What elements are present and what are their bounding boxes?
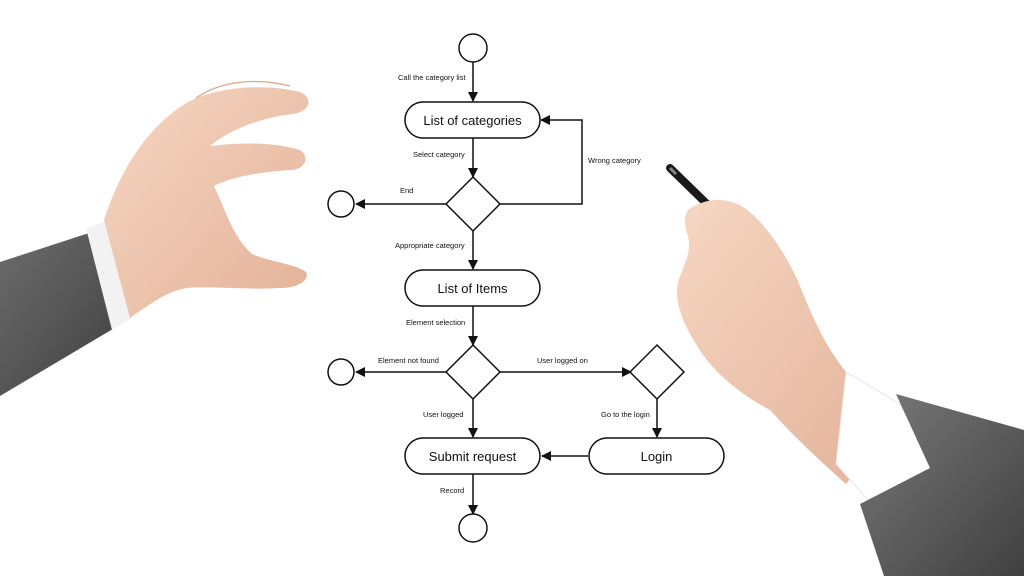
edge-label-element-selection: Element selection — [406, 318, 465, 327]
edge-labels: Call the category list Select category W… — [378, 73, 650, 495]
edge-label-select-category: Select category — [413, 150, 465, 159]
final-node — [458, 513, 488, 543]
end-node-1 — [327, 190, 355, 218]
edge-label-end: End — [400, 186, 413, 195]
submit-request-node — [404, 437, 541, 475]
edge-label-user-logged: User logged — [423, 410, 463, 419]
list-of-items-label: List of Items — [437, 281, 508, 296]
end-node-2 — [327, 358, 355, 386]
edge-label-go-to-login: Go to the login — [601, 410, 650, 419]
login-node — [588, 437, 725, 475]
element-decision-node — [444, 343, 502, 401]
category-decision-node — [444, 175, 502, 233]
login-label: Login — [641, 449, 673, 464]
edge-wrong-category-loop — [500, 115, 583, 205]
start-node — [458, 33, 488, 63]
list-of-categories-node — [404, 101, 541, 139]
edge-label-appropriate-category: Appropriate category — [395, 241, 465, 250]
edge-label-element-not-found: Element not found — [378, 356, 439, 365]
submit-request-label: Submit request — [429, 449, 517, 464]
login-decision-node — [628, 343, 686, 401]
list-of-categories-label: List of categories — [423, 113, 522, 128]
edge-label-record: Record — [440, 486, 464, 495]
left-hand-illustration — [0, 80, 309, 396]
right-hand-illustration — [666, 164, 1024, 576]
flow-edges — [355, 62, 662, 515]
flow-nodes: List of categories List of Items Submit … — [327, 33, 725, 543]
edge-label-wrong-category: Wrong category — [588, 156, 641, 165]
edge-label-user-logged-on: User logged on — [537, 356, 588, 365]
edge-label-call-category-list: Call the category list — [398, 73, 466, 82]
list-of-items-node — [404, 269, 541, 307]
